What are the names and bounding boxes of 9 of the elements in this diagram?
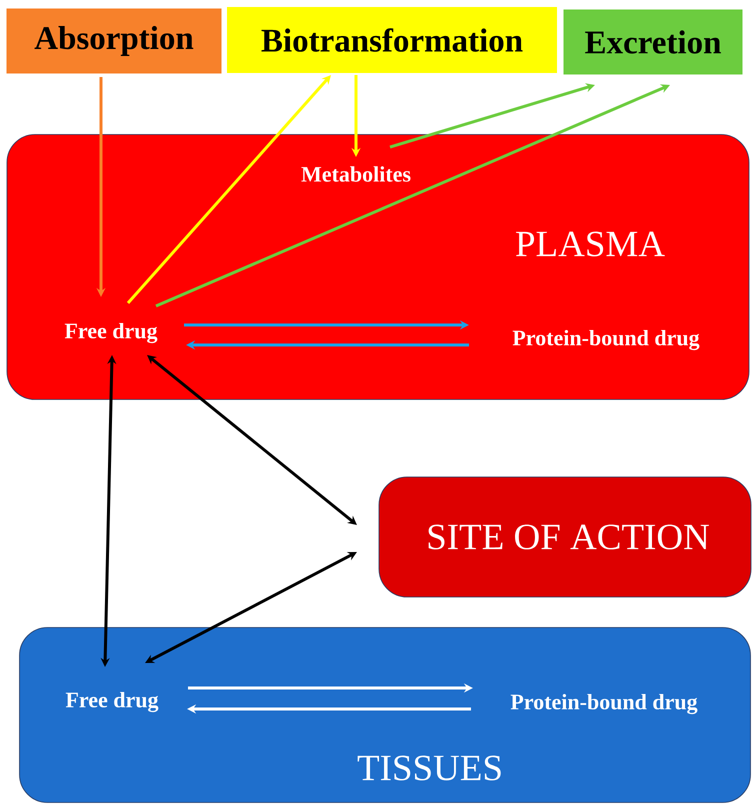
text-label: Protein-bound drug xyxy=(512,330,700,350)
excretion-box: Excretion xyxy=(564,10,742,74)
text-label: Free drug xyxy=(66,692,158,712)
text-label: Metabolites xyxy=(301,166,410,182)
absorption-box: Absorption xyxy=(6,8,222,74)
text-label: Protein-bound drug xyxy=(510,694,698,714)
text-label: Free drug xyxy=(64,322,158,344)
biotransformation-box: Biotransformation xyxy=(227,7,557,73)
site-of-action-box: SITE OF ACTION xyxy=(378,476,752,598)
